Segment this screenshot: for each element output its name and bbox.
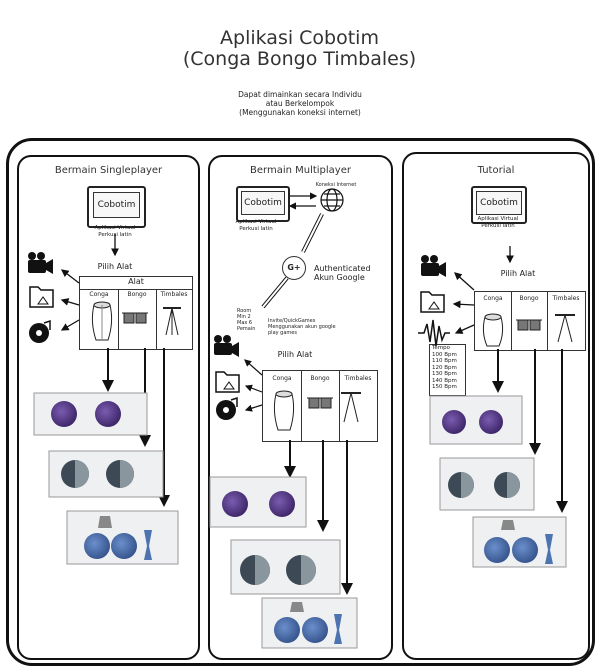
sp-conga-card — [34, 393, 147, 435]
mp-icons — [214, 335, 239, 420]
tut-conga-drawing — [483, 314, 502, 346]
sound-wave-icon — [418, 320, 450, 346]
mp-timbales-drawing — [341, 393, 361, 422]
tut-bongo-drawing — [516, 320, 542, 330]
sp-timbales-drawing — [163, 308, 181, 335]
sp-icons — [28, 252, 53, 343]
mp-bongo-card — [231, 540, 340, 594]
image-folder-icon — [216, 372, 239, 392]
tut-bongo-card — [440, 458, 534, 510]
mp-bongo-drawing — [307, 398, 333, 408]
mp-timbales-card — [262, 598, 357, 648]
tut-timbales-drawing — [555, 315, 575, 342]
mp-conga-card — [210, 477, 306, 527]
sp-conga-drawing — [92, 302, 111, 340]
mp-arrows — [245, 196, 347, 593]
sp-bongo-card — [49, 451, 163, 497]
globe-icon — [321, 189, 343, 211]
tut-icons — [418, 255, 450, 346]
image-folder-icon — [30, 287, 53, 307]
video-camera-icon — [421, 255, 446, 277]
tut-conga-card — [430, 396, 522, 444]
video-camera-icon — [214, 335, 239, 357]
image-folder-icon — [421, 292, 444, 312]
sp-bongo-drawing — [122, 313, 148, 323]
music-disc-icon — [216, 398, 237, 420]
mp-conga-drawing — [274, 391, 293, 430]
tut-timbales-card — [473, 517, 566, 567]
music-disc-icon — [29, 321, 50, 343]
video-camera-icon — [28, 252, 53, 274]
sp-timbales-card — [67, 511, 178, 564]
